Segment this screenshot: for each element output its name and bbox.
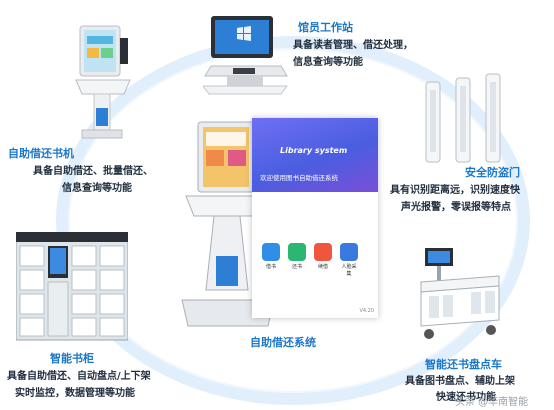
tile-return[interactable]: 还书: [288, 243, 306, 277]
system-function-tiles: 借书 还书 续借 人脸采集: [262, 243, 358, 277]
staff-workstation-desc-1: 具备读者管理、借还处理，: [293, 40, 413, 51]
tile-renew-label: 续借: [317, 264, 328, 270]
security-gate-desc-2: 声光报警，零误报等特点: [401, 202, 511, 213]
inventory-cart-image: [420, 248, 500, 339]
self-service-system-title: 自助借还系统: [250, 336, 316, 349]
system-version: V4.20: [359, 308, 374, 314]
security-gate-desc-1: 具有识别距离远，识别速度快: [390, 185, 520, 196]
tile-borrow[interactable]: 借书: [262, 243, 280, 277]
smart-cabinet-desc-2: 实时监控，数据管理等功能: [15, 388, 135, 399]
workstation-monitor: [211, 16, 273, 58]
security-gate-title: 安全防盗门: [465, 166, 520, 179]
system-brand: Library system: [280, 146, 348, 155]
inventory-cart-desc-2: 快速还书功能: [436, 392, 496, 403]
tile-face-capture[interactable]: 人脸采集: [340, 243, 358, 277]
smart-cabinet-desc-1: 具备自助借还、自动盘点/上下架: [7, 371, 151, 382]
tile-renew[interactable]: 续借: [314, 243, 332, 277]
self-service-kiosk-desc-1: 具备自助借还、批量借还、: [33, 166, 153, 177]
staff-workstation-desc-2: 信息查询等功能: [293, 57, 363, 68]
system-welcome-text: 欢迎使用图书自助借还系统: [260, 174, 338, 182]
central-kiosk-image: [181, 121, 275, 327]
tile-borrow-label: 借书: [265, 264, 276, 270]
inventory-cart-desc-1: 具备图书盘点、辅助上架: [405, 376, 515, 387]
system-screen-header: Library system 欢迎使用图书自助借还系统: [252, 118, 378, 192]
staff-workstation-title: 馆员工作站: [298, 21, 353, 34]
self-service-kiosk-desc-2: 信息查询等功能: [62, 183, 132, 194]
smart-cabinet-title: 智能书柜: [50, 352, 94, 365]
tile-face-label: 人脸采集: [341, 264, 357, 277]
self-service-kiosk-image: [75, 25, 131, 139]
smart-cabinet-image: [16, 232, 128, 341]
watermark: 头条 @华南智能: [455, 397, 529, 408]
tile-return-label: 还书: [291, 264, 302, 270]
renew-icon: [314, 243, 332, 261]
face-icon: [340, 243, 358, 261]
system-screen-panel: Library system 欢迎使用图书自助借还系统 借书 还书 续借 人脸采…: [252, 118, 378, 318]
book-icon: [262, 243, 280, 261]
inventory-cart-title: 智能还书盘点车: [425, 358, 502, 371]
return-icon: [288, 243, 306, 261]
workstation-base: [203, 65, 288, 95]
staff-workstation-image: [203, 16, 288, 95]
self-service-kiosk-title: 自助借还书机: [8, 147, 74, 160]
security-gate-image: [425, 73, 501, 163]
